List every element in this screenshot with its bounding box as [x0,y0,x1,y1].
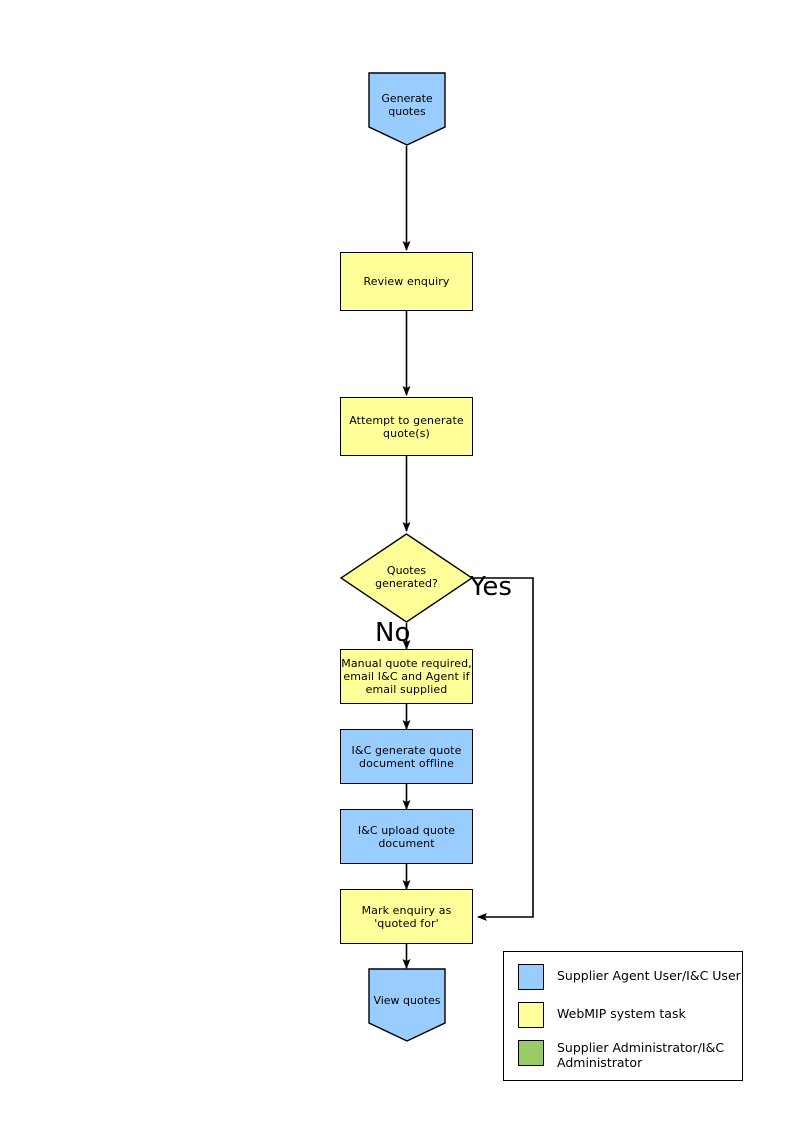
edge-label-yes: Yes [470,572,512,602]
node-generate-quotes-label: Generate quotes [381,92,433,118]
node-manual-quote-required[interactable]: Manual quote required, email I&C and Age… [340,649,473,704]
legend-item-webmip-system-task: WebMIP system task [518,1002,686,1028]
legend-item-supplier-agent-user: Supplier Agent User/I&C User [518,964,741,990]
node-mark-enquiry-quoted-for-label: Mark enquiry as 'quoted for' [361,903,452,930]
node-review-enquiry-label: Review enquiry [363,275,450,288]
generate-quotes-shape [368,72,446,146]
legend-label-supplier-administrator: Supplier Administrator/I&C Administrator [557,1040,725,1070]
legend-swatch-green [518,1040,544,1066]
node-quotes-generated-label: Quotes generated? [375,564,438,590]
node-mark-enquiry-quoted-for[interactable]: Mark enquiry as 'quoted for' [340,889,473,944]
node-manual-quote-required-label: Manual quote required, email I&C and Age… [341,657,472,696]
legend-label-webmip-system-task: WebMIP system task [557,1006,686,1021]
edge-yes-to-mark [473,577,534,921]
node-attempt-generate-quotes-label: Attempt to generate quote(s) [349,413,464,440]
edge-label-no: No [375,618,411,648]
legend-swatch-yellow [518,1002,544,1028]
node-view-quotes[interactable]: View quotes [368,968,446,1042]
node-quotes-generated-decision[interactable]: Quotes generated? [340,533,473,623]
node-view-quotes-label: View quotes [373,994,441,1007]
node-review-enquiry[interactable]: Review enquiry [340,252,473,311]
node-generate-quotes[interactable]: Generate quotes [368,72,446,146]
decision-shape [340,533,473,623]
node-ic-generate-quote-document-label: I&C generate quote document offline [351,743,462,770]
node-ic-generate-quote-document[interactable]: I&C generate quote document offline [340,729,473,784]
legend-swatch-blue [518,964,544,990]
legend-item-supplier-administrator: Supplier Administrator/I&C Administrator [518,1040,724,1070]
node-ic-upload-quote-document-label: I&C upload quote document [357,823,456,850]
legend: Supplier Agent User/I&C User WebMIP syst… [503,951,743,1081]
view-quotes-shape [368,968,446,1042]
legend-label-supplier-agent-user: Supplier Agent User/I&C User [557,968,741,983]
node-attempt-generate-quotes[interactable]: Attempt to generate quote(s) [340,397,473,456]
node-ic-upload-quote-document[interactable]: I&C upload quote document [340,809,473,864]
